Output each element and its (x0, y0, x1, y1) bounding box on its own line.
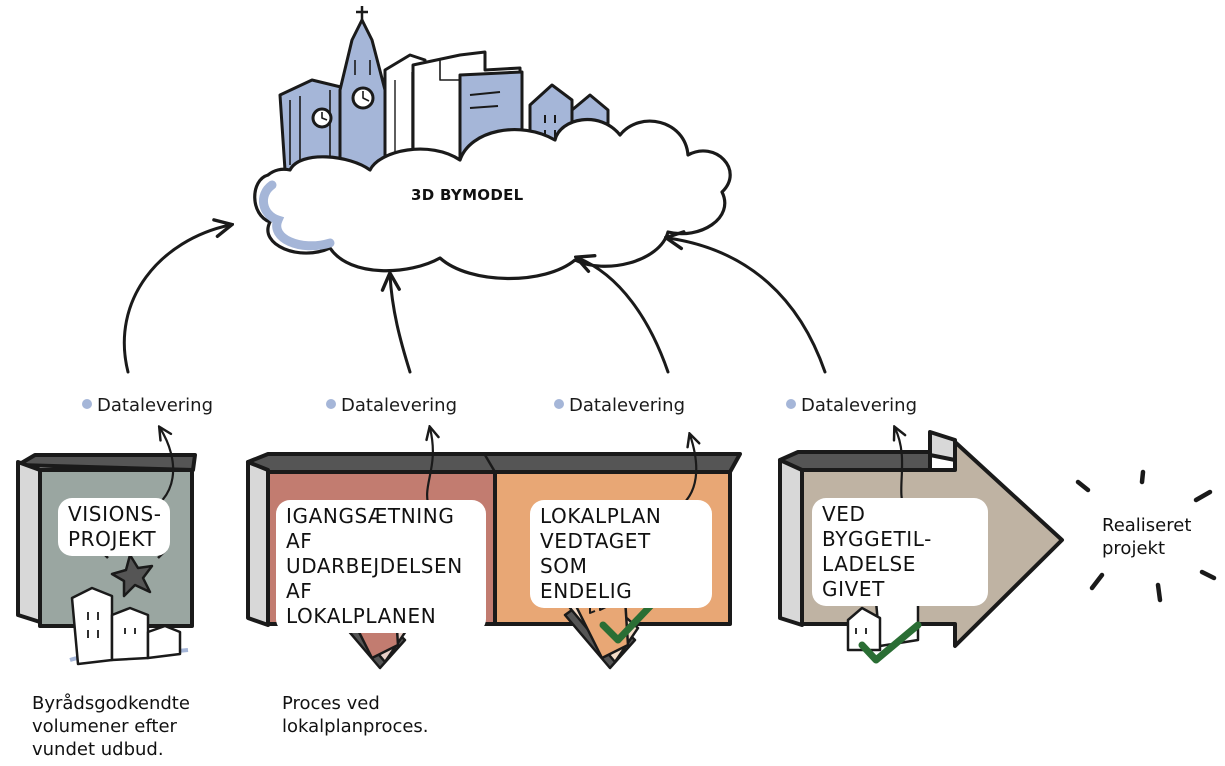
bullet-dot (82, 399, 92, 409)
delivery-text: Datalevering (341, 395, 458, 416)
stage-label-line: PROJEKT (68, 527, 157, 551)
checkmark-icon (599, 594, 662, 644)
stage-label-start: IGANGSÆTNING AF UDARBEJDELSEN AF LOKALPL… (276, 500, 486, 633)
checkmark-icon (858, 621, 922, 664)
bullet-dot (786, 399, 796, 409)
stage-label-line: ENDELIG (540, 579, 633, 603)
bullet-dot (326, 399, 336, 409)
delivery-label-2: Datalevering (326, 395, 457, 416)
stage-label-line: VISIONS- (68, 502, 162, 526)
delivery-text: Datalevering (801, 395, 918, 416)
stage-label-line: UDARBEJDELSEN AF (286, 554, 463, 603)
delivery-label-3: Datalevering (554, 395, 685, 416)
delivery-text: Datalevering (97, 395, 214, 416)
stage-label-vision: VISIONS- PROJEKT (58, 498, 170, 556)
stage-label-line: VED BYGGETIL- (822, 502, 932, 551)
delivery-label-4: Datalevering (786, 395, 917, 416)
upward-arrows (122, 225, 827, 374)
cloud-shape (253, 118, 732, 281)
stage-label-line: VEDTAGET SOM (540, 529, 651, 578)
realized-project-label: Realiseret projekt (1102, 515, 1192, 559)
stage-label-line: LOKALPLANEN (286, 604, 437, 628)
stage-label-line: LOKALPLAN (540, 504, 662, 528)
vision-note: Byrådsgodkendte volumener efter vundet u… (32, 693, 190, 760)
bullet-dot (554, 399, 564, 409)
stage-label-adopted: LOKALPLAN VEDTAGET SOM ENDELIG (530, 500, 712, 608)
building-volumes-icon (69, 586, 189, 666)
delivery-text: Datalevering (569, 395, 686, 416)
cloud-title: 3D BYMODEL (411, 186, 524, 204)
stage-label-permit: VED BYGGETIL- LADELSE GIVET (812, 498, 988, 606)
stage-label-line: LADELSE GIVET (822, 552, 916, 601)
process-note: Proces ved lokalplanproces. (282, 693, 429, 737)
stage-label-line: IGANGSÆTNING AF (286, 504, 455, 553)
burst-rays-icon (1075, 469, 1217, 603)
delivery-label-1: Datalevering (82, 395, 213, 416)
